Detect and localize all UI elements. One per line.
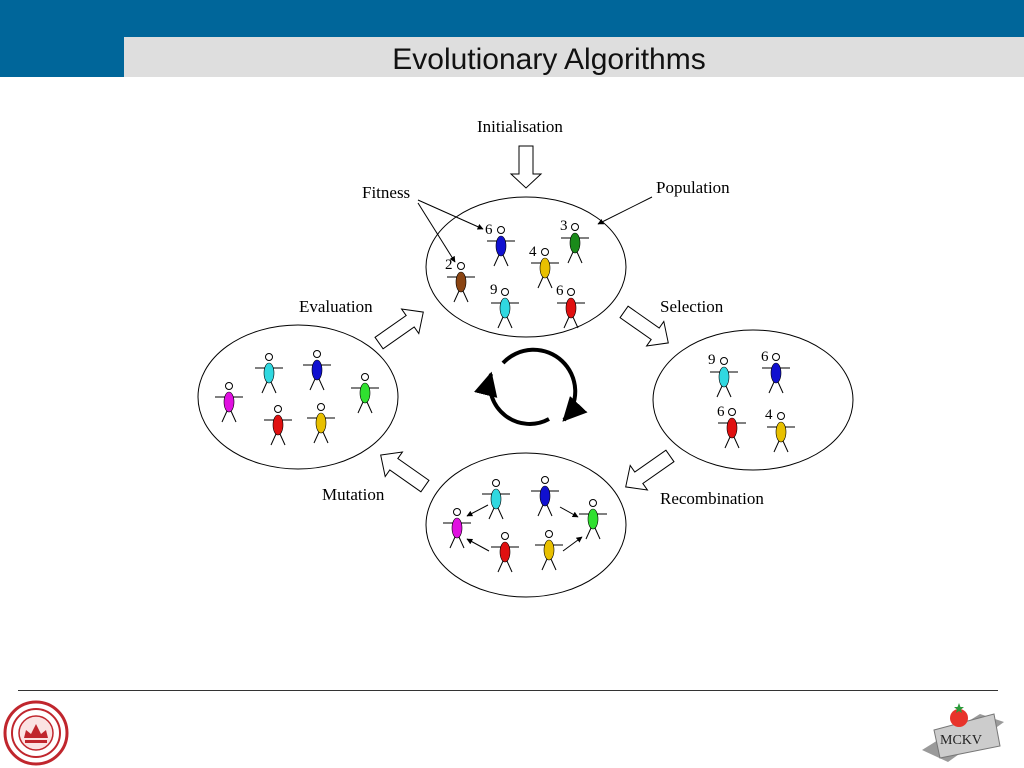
recombination-ellipse — [425, 452, 627, 598]
fitness-value: 6 — [485, 222, 493, 238]
fitness-pointer-line — [417, 202, 456, 263]
fitness-value: 4 — [765, 407, 773, 423]
individual-figure — [303, 350, 331, 391]
individual-figure — [351, 373, 379, 414]
header-bar — [0, 0, 1024, 37]
title-band — [124, 37, 1024, 77]
individual-figure — [718, 408, 746, 449]
selection-to-recombination-arrow — [625, 449, 675, 491]
fitness-label: Fitness — [362, 183, 410, 202]
recombination-arrow — [562, 536, 583, 552]
individual-figure — [443, 508, 471, 549]
population-to-selection-arrow — [619, 305, 669, 347]
selection-label: Selection — [660, 297, 724, 316]
individual-figure — [447, 262, 475, 303]
fitness-value: 4 — [529, 244, 537, 260]
individual-figure — [710, 357, 738, 398]
evaluation-to-population-arrow — [374, 308, 424, 350]
recombination-arrow — [466, 504, 489, 517]
fitness-pointer-line — [417, 199, 484, 230]
individual-figure — [531, 476, 559, 517]
individual-figure — [767, 412, 795, 453]
individual-figure — [307, 403, 335, 444]
institute-seal-logo — [3, 700, 69, 766]
initialisation-label: Initialisation — [477, 117, 563, 136]
individual-figure — [561, 223, 589, 264]
cycle-arrows-icon — [474, 347, 588, 426]
individual-figure — [255, 353, 283, 394]
individual-figure — [491, 532, 519, 573]
individual-figure — [264, 405, 292, 446]
evaluation-label: Evaluation — [299, 297, 373, 316]
population-pointer-line — [597, 196, 653, 225]
recombination-label: Recombination — [660, 489, 764, 508]
mckv-logo-text: MCKV — [940, 733, 982, 748]
fitness-value: 2 — [445, 257, 453, 273]
recombination-arrow — [559, 506, 579, 518]
individual-figure — [579, 499, 607, 540]
mckv-logo: MCKV — [922, 703, 1004, 762]
individual-figure — [487, 226, 515, 267]
selection-ellipse — [652, 329, 854, 471]
individual-figure — [482, 479, 510, 520]
individual-figure — [557, 288, 585, 329]
population-ellipse — [425, 196, 627, 338]
fitness-value: 6 — [761, 349, 769, 365]
fitness-value: 9 — [490, 282, 498, 298]
header-left-block — [0, 37, 124, 77]
individual-figure — [762, 353, 790, 394]
fitness-value: 3 — [560, 218, 568, 234]
mutation-label: Mutation — [322, 485, 385, 504]
recombination-arrow — [466, 538, 490, 552]
evolution-cycle-diagram: Initialisation Fitness Population Evalua… — [197, 117, 854, 598]
initialisation-arrow — [509, 145, 543, 189]
evaluation-ellipse — [197, 324, 399, 470]
fitness-value: 6 — [556, 283, 564, 299]
recombination-to-mutation-arrow — [380, 451, 430, 493]
individual-figure — [531, 248, 559, 289]
individual-figure — [215, 382, 243, 423]
population-label: Population — [656, 178, 730, 197]
slide-title: Evolutionary Algorithms — [392, 43, 706, 76]
individual-figure — [535, 530, 563, 571]
fitness-value: 6 — [717, 404, 725, 420]
individual-figure — [491, 288, 519, 329]
footer-divider — [18, 690, 998, 691]
fitness-value: 9 — [708, 352, 716, 368]
